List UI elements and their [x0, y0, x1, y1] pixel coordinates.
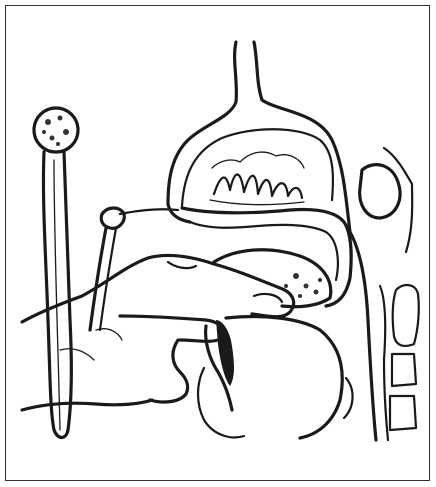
- hard-palate: [182, 208, 351, 306]
- middle-finger: [120, 316, 224, 341]
- posterior-pharyngeal-wall: [350, 232, 376, 440]
- turbinates: [210, 152, 304, 205]
- wrist-lower: [22, 400, 152, 410]
- nasal-inner-contour: [254, 42, 350, 232]
- head-profile: [168, 42, 419, 440]
- adenoid-mass: [214, 250, 331, 307]
- nasal-outer-contour: [168, 42, 236, 222]
- instrument-joint: [101, 208, 124, 228]
- tongue: [226, 317, 342, 439]
- bulb-texture: [42, 116, 69, 147]
- examining-hand: [22, 256, 294, 410]
- cervical-vertebrae: [380, 285, 419, 440]
- sphenoid-sinus: [360, 165, 400, 218]
- index-finger: [22, 256, 294, 322]
- syringe-instrument: [34, 108, 178, 438]
- bulb-head: [34, 108, 78, 152]
- thumb: [150, 340, 188, 402]
- bulb-handle: [43, 152, 71, 438]
- instrument-shaft: [90, 228, 106, 330]
- epiglottis: [344, 378, 353, 418]
